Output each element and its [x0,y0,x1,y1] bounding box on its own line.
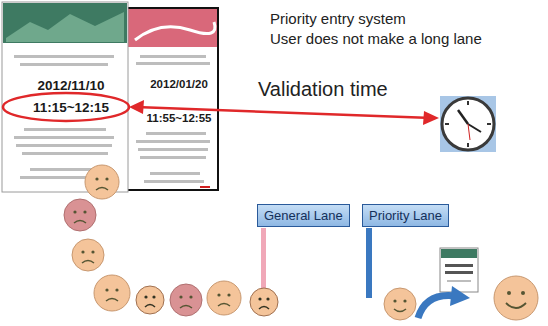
ticket-time: 11:15~12:15 [2,100,140,116]
arrow-head [450,286,470,306]
clock-hand [458,110,468,124]
ticket-logo [135,22,215,40]
ticket-box: 2012/01/20 11:55~12:55 [128,8,230,190]
lane-sign: General Lane [257,204,350,227]
small-ticket [440,248,478,292]
clock-hand [468,124,470,140]
arrow-head [129,100,144,114]
arrow-head [423,111,439,125]
clock-hand [468,124,481,132]
ticket-header [3,3,127,43]
heading-text: Priority entry system [270,10,406,27]
sign-text: Priority Lane [369,208,442,223]
lane-sign: Priority Lane [362,204,449,227]
ticket-box: 2012/11/10 11:15~12:15 [2,2,140,192]
ticket-card [2,2,128,192]
ticket-card [126,8,218,190]
sign-text: General Lane [264,208,343,223]
ticket-date: 2012/01/20 [128,78,230,91]
ticket-date: 2012/11/10 [2,78,140,94]
happy-face [494,276,538,320]
clock-background [440,96,496,152]
ticket-logo [6,12,124,42]
ticket-header [127,9,217,47]
fine-print [14,55,114,179]
clock-face [442,98,494,150]
queue-faces [64,165,278,316]
curved-arrow [418,295,456,318]
arrow-label: Validation time [258,78,388,101]
priority-face [384,288,416,320]
subheading-text: User does not make a long lane [270,30,482,47]
sign-post [366,228,372,298]
clock-ticks [445,101,491,147]
ticket-time: 11:55~12:55 [128,112,230,125]
